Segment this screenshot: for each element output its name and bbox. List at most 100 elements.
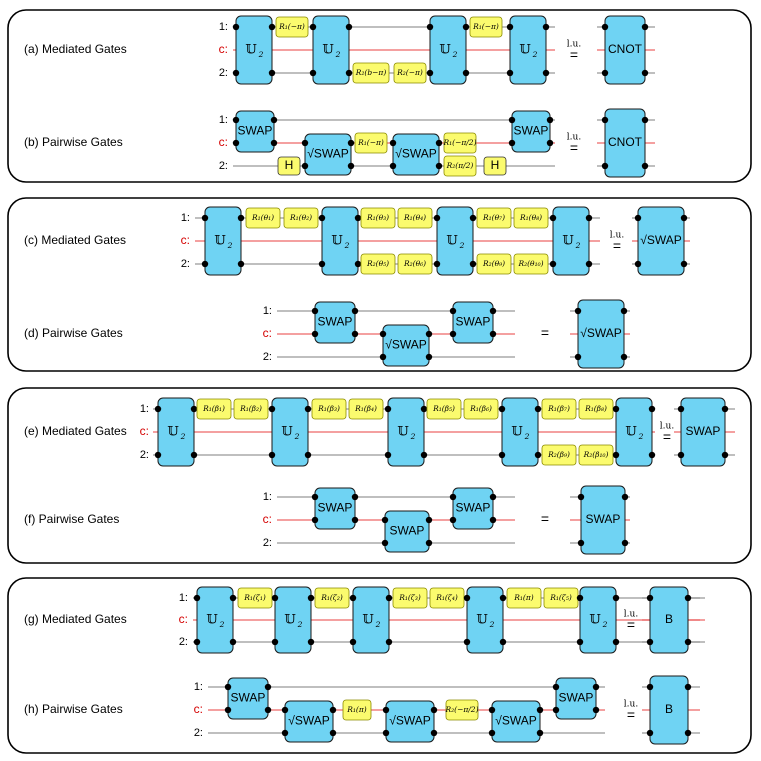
- wire-contact-dot: [621, 493, 629, 501]
- rotation-gate-label: R₁(π): [346, 705, 367, 714]
- wire-contact-dot: [499, 638, 507, 646]
- gate-box: [274, 586, 312, 654]
- wire-label-1: 1:: [263, 491, 272, 503]
- wire-contact-dot: [646, 729, 654, 737]
- wire-contact-dot: [379, 353, 387, 361]
- wire-contact-dot: [349, 594, 357, 602]
- wire-contact-dot: [536, 706, 544, 714]
- wire-contact-dot: [601, 23, 609, 31]
- gate-box: [284, 700, 334, 743]
- wire-contact-dot: [264, 706, 272, 714]
- swap-gate: SWAP: [318, 315, 353, 329]
- wire-contact-dot: [634, 214, 642, 222]
- wire-contact-dot: [489, 493, 497, 501]
- rotation-gate-label: R₁(ζ₃): [398, 593, 421, 602]
- u2-gate-subscript: 2: [180, 432, 186, 441]
- rotation-gate-label: R₁(θ₇): [482, 213, 505, 222]
- rotation-gate-label: R₂(b−π): [355, 68, 387, 77]
- u2-gate-symbol: 𝕌: [284, 613, 296, 628]
- gate-box: [552, 206, 590, 276]
- wire-contact-dot: [349, 638, 357, 646]
- wire-label-2: 2:: [263, 351, 272, 363]
- wire-contact-dot: [641, 116, 649, 124]
- wire-contact-dot: [508, 116, 516, 124]
- rotation-gate-box: [354, 132, 388, 154]
- rotation-gate-label: R₁(β₅): [432, 404, 455, 413]
- wire-contact-dot: [232, 139, 240, 147]
- u2-gate-subscript: 2: [297, 620, 303, 629]
- wire-label-1: 1:: [140, 403, 149, 415]
- rotation-gate-label: R₁(ζ₅): [549, 593, 572, 602]
- rotation-gate-label: R₁(θ₁): [251, 213, 274, 222]
- gate-box: [384, 510, 430, 553]
- wire-contact-dot: [281, 729, 289, 737]
- wire-contact-dot: [489, 307, 497, 315]
- u2-gate-symbol: 𝕌: [397, 425, 409, 440]
- wire-contact-dot: [426, 23, 434, 31]
- rotation-gate-label: R₂(θ₅): [366, 259, 389, 268]
- wire-contact-dot: [449, 307, 457, 315]
- panel-label-c: (c) Mediated Gates: [24, 233, 126, 247]
- gate-box: [491, 700, 541, 743]
- gate-box: [352, 586, 390, 654]
- rotation-gate-label: R₁(β₁): [202, 404, 225, 413]
- u2-gate-symbol: 𝕌: [446, 234, 458, 249]
- wire-contact-dot: [430, 729, 438, 737]
- rotation-gate-box: [360, 207, 396, 229]
- wire-contact-dot: [385, 638, 393, 646]
- wire-contact-dot: [420, 451, 428, 459]
- wire-contact-dot: [576, 594, 584, 602]
- rotation-gate-label: R₁(ζ₁): [243, 593, 266, 602]
- wire-contact-dot: [193, 638, 201, 646]
- rotation-gate-label: R₂(β₉): [547, 450, 570, 459]
- u2-gate-subscript: 2: [294, 432, 300, 441]
- wire-contact-dot: [542, 23, 550, 31]
- wire-contact-dot: [311, 493, 319, 501]
- wire-contact-dot: [577, 539, 585, 547]
- wire-contact-dot: [384, 451, 392, 459]
- wire-contact-dot: [601, 69, 609, 77]
- panel-frame: [7, 577, 752, 754]
- wire-contact-dot: [351, 330, 359, 338]
- u2-gate-subscript: 2: [219, 620, 225, 629]
- swap-gate: SWAP: [559, 691, 594, 705]
- wire-contact-dot: [488, 706, 496, 714]
- gate-box: [580, 485, 626, 555]
- swap-gate: SWAP: [318, 501, 353, 515]
- wire-contact-dot: [425, 516, 433, 524]
- wire-contact-dot: [268, 451, 276, 459]
- wire-contact-dot: [542, 69, 550, 77]
- wire-contact-dot: [309, 69, 317, 77]
- gate-box: [577, 299, 625, 369]
- gate-box: [387, 397, 425, 467]
- wire-label-2: 2:: [140, 449, 149, 461]
- wire-contact-dot: [620, 353, 628, 361]
- rotation-gate-label: R₂(−π/2): [444, 705, 478, 714]
- wire-contact-dot: [585, 214, 593, 222]
- wire-contact-dot: [268, 405, 276, 413]
- rotation-gate-label: R₁(−π/2): [442, 138, 476, 147]
- wire-contact-dot: [612, 638, 620, 646]
- wire-contact-dot: [381, 539, 389, 547]
- wire-contact-dot: [463, 638, 471, 646]
- gate-box: [235, 110, 275, 153]
- wire-contact-dot: [329, 729, 337, 737]
- u2-gate-symbol: 𝕌: [214, 234, 226, 249]
- panel-label-b: (b) Pairwise Gates: [24, 135, 123, 149]
- wire-contact-dot: [268, 23, 276, 31]
- wire-contact-dot: [721, 451, 729, 459]
- wire-contact-dot: [592, 683, 600, 691]
- u2-gate-symbol: 𝕌: [362, 613, 374, 628]
- wire-contact-dot: [229, 594, 237, 602]
- u2-gate-subscript: 2: [638, 432, 644, 441]
- wire-contact-dot: [329, 706, 337, 714]
- wire-contact-dot: [381, 516, 389, 524]
- wire-contact-dot: [684, 683, 692, 691]
- rotation-gate-box: [397, 253, 433, 275]
- wire-label-1: 1:: [194, 681, 203, 693]
- u2-gate-symbol: 𝕌: [519, 43, 531, 58]
- wire-contact-dot: [232, 116, 240, 124]
- wire-contact-dot: [620, 307, 628, 315]
- swap-gate: SWAP: [514, 124, 549, 138]
